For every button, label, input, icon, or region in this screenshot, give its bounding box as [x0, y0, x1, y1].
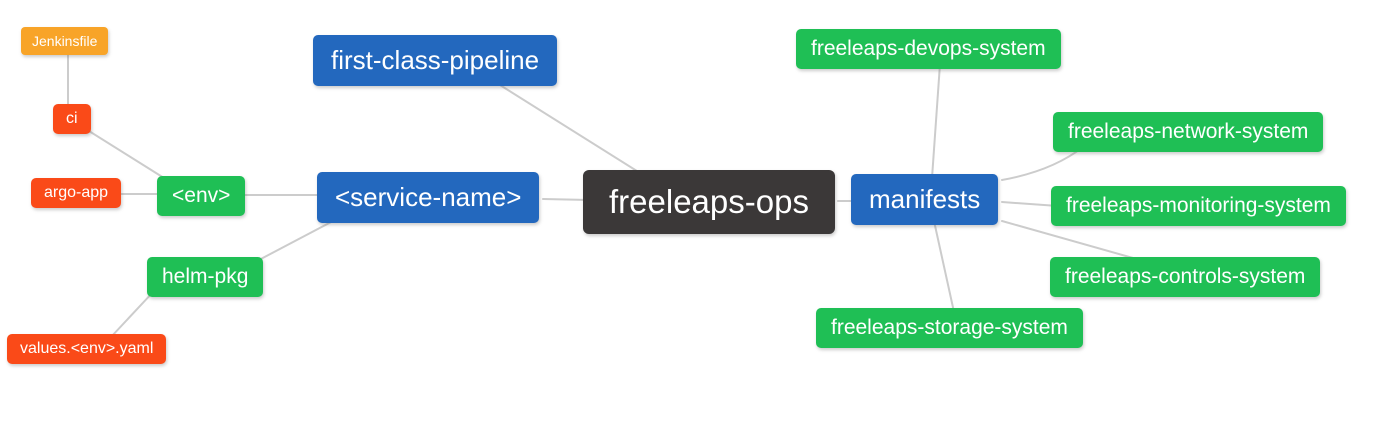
node-freeleaps-storage-system[interactable]: freeleaps-storage-system	[816, 308, 1083, 348]
node-service-name[interactable]: <service-name>	[317, 172, 540, 223]
node-freeleaps-ops[interactable]: freeleaps-ops	[583, 170, 835, 234]
edge-helm-pkg-values	[110, 290, 155, 338]
edge-manifests-devops	[931, 63, 941, 179]
node-first-class-pipeline[interactable]: first-class-pipeline	[313, 35, 558, 86]
node-freeleaps-devops-system[interactable]: freeleaps-devops-system	[796, 29, 1061, 69]
edge-service-name-helm-pkg	[256, 220, 334, 262]
edge-manifests-monitoring	[1001, 201, 1059, 207]
node-jenkinsfile[interactable]: Jenkinsfile	[21, 27, 109, 55]
node-env[interactable]: <env>	[157, 176, 246, 216]
edge-env-ci	[80, 125, 173, 184]
node-freeleaps-network-system[interactable]: freeleaps-network-system	[1053, 112, 1324, 152]
node-argo-app[interactable]: argo-app	[31, 178, 122, 208]
edge-manifests-controls	[1001, 220, 1134, 259]
node-ci[interactable]: ci	[53, 104, 91, 134]
node-helm-pkg[interactable]: helm-pkg	[147, 257, 264, 297]
node-freeleaps-monitoring-system[interactable]: freeleaps-monitoring-system	[1051, 186, 1346, 226]
edge-manifests-storage	[933, 220, 955, 313]
node-manifests[interactable]: manifests	[851, 174, 999, 225]
edge-root-first-class-pipeline	[499, 84, 641, 174]
edge-root-service-name	[542, 198, 591, 201]
node-freeleaps-controls-system[interactable]: freeleaps-controls-system	[1050, 257, 1321, 297]
node-values-env-yaml[interactable]: values.<env>.yaml	[7, 334, 167, 364]
